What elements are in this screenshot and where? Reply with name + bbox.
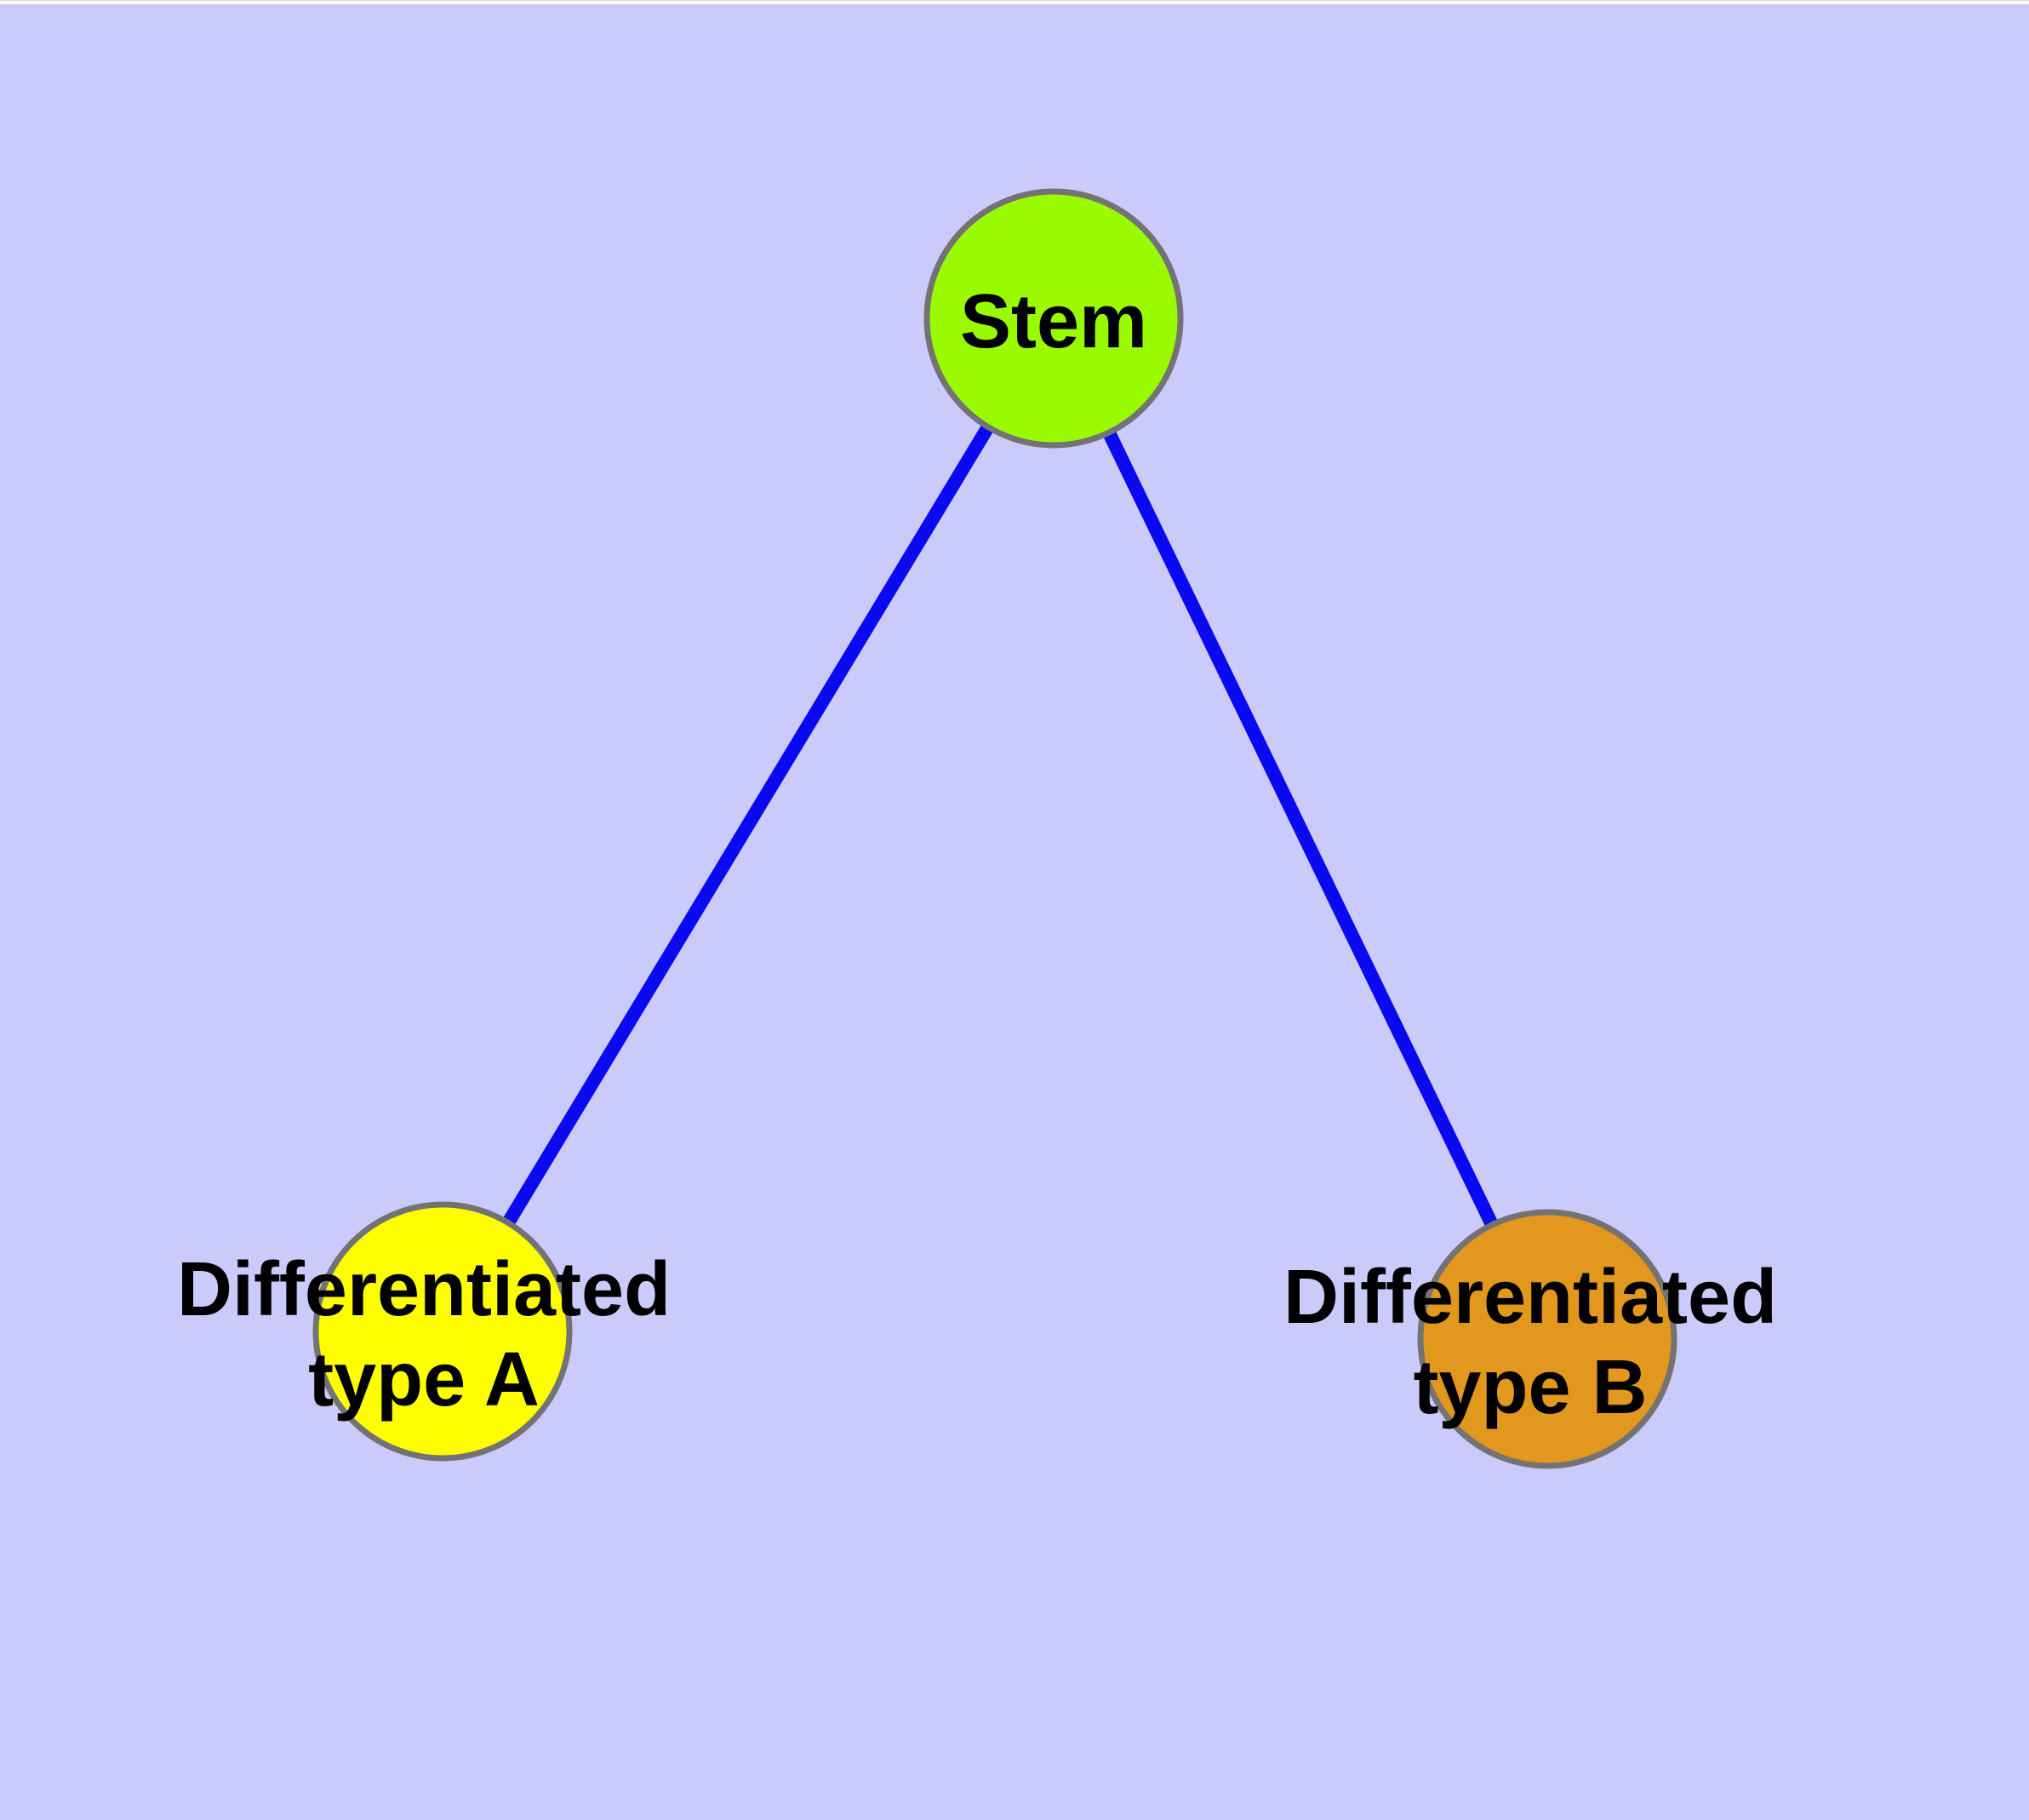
node-label-stem-line1: Stem xyxy=(959,279,1148,364)
node-label-type-a-line1: Differentiated xyxy=(176,1247,672,1332)
node-differentiated-type-a-circle xyxy=(312,1201,573,1462)
node-differentiated-type-b-circle xyxy=(1417,1209,1677,1469)
node-label-differentiated-type-b: Differentiated type B xyxy=(1283,1252,1777,1433)
node-stem-circle xyxy=(923,188,1184,449)
node-label-stem: Stem xyxy=(960,277,1147,367)
node-label-type-b-line1: Differentiated xyxy=(1283,1255,1778,1340)
node-label-differentiated-type-a: Differentiated type A xyxy=(177,1245,671,1425)
edge-stem-to-type-a xyxy=(437,314,1060,1336)
edge-stem-to-type-b xyxy=(1047,315,1554,1342)
top-edge-strip xyxy=(0,0,2029,4)
node-label-type-a-line2: type A xyxy=(308,1337,540,1422)
node-label-type-b-line2: type B xyxy=(1413,1345,1648,1430)
